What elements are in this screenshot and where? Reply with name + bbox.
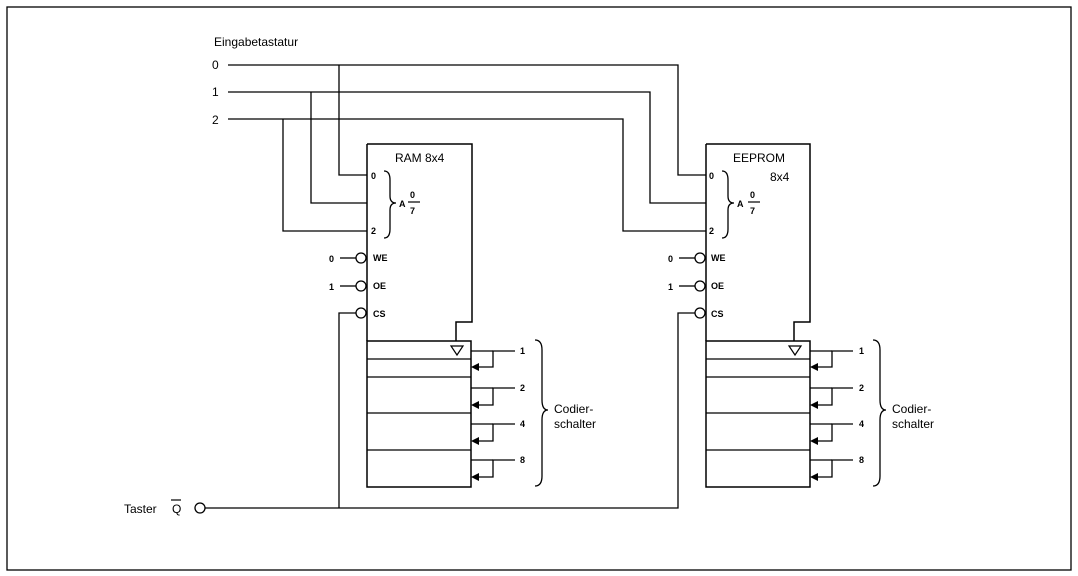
- ram-chip-title: RAM 8x4: [395, 151, 445, 165]
- eeprom-output-triangle-icon: [787, 345, 803, 357]
- ram-switch-value-2: 2: [520, 383, 525, 393]
- input-label-2: 2: [212, 113, 219, 127]
- figure-frame: [6, 6, 1072, 571]
- ram-addr-frac-num: 0: [410, 190, 415, 200]
- eeprom-data-register: [705, 340, 811, 488]
- eeprom-addr-frac-den: 7: [750, 206, 755, 216]
- ram-we-inverter: [355, 252, 367, 264]
- eeprom-switch-arrows: [810, 363, 818, 481]
- ram-switch-value-1: 1: [520, 346, 525, 356]
- eeprom-pin-cs: CS: [711, 309, 724, 319]
- input-keyboard: Eingabetastatur 0 1 2: [212, 35, 298, 127]
- ram-pin-cs: CS: [373, 309, 386, 319]
- ram-addr-bottom: 2: [371, 226, 376, 236]
- ram-switch-label-line2: schalter: [554, 417, 596, 431]
- ram-coding-switches: [471, 339, 549, 487]
- eeprom-oe-inverter: [694, 280, 706, 292]
- wire-cs-ram: [338, 312, 356, 508]
- eeprom-addr-frac-num: 0: [750, 190, 755, 200]
- ram-oe-level: 1: [329, 282, 334, 292]
- ram-addr-frac-den: 7: [410, 206, 415, 216]
- ram-cs-inverter: [355, 307, 367, 319]
- wire-cs-eeprom: [205, 312, 695, 509]
- ram-data-register: [366, 340, 472, 488]
- ram-switch-value-4: 4: [520, 419, 525, 429]
- eeprom-oe-level: 1: [668, 282, 673, 292]
- ram-oe-inverter: [355, 280, 367, 292]
- eeprom-chip-subtitle: 8x4: [770, 170, 790, 184]
- ram-we-level: 0: [329, 254, 334, 264]
- ram-addr-top: 0: [371, 171, 376, 181]
- ram-output-triangle-icon: [449, 345, 465, 357]
- wire-ram-a1: [310, 92, 367, 204]
- eeprom-pin-oe: OE: [711, 281, 724, 291]
- push-button-label: Taster: [124, 502, 157, 516]
- eeprom-addr-bottom: 2: [709, 226, 714, 236]
- ram-switch-label-line1: Codier-: [554, 402, 593, 416]
- eeprom-switch-value-4: 4: [859, 419, 864, 429]
- eeprom-we-inverter: [694, 252, 706, 264]
- push-button-signal: Q: [172, 502, 181, 516]
- input-label-1: 1: [212, 85, 219, 99]
- input-keyboard-label: Eingabetastatur: [214, 35, 298, 49]
- eeprom-addr-top: 0: [709, 171, 714, 181]
- eeprom-chip-body: [706, 143, 811, 341]
- eeprom-pin-we: WE: [711, 253, 726, 263]
- eeprom-switch-value-1: 1: [859, 346, 864, 356]
- eeprom-address-brace: [721, 170, 735, 239]
- ram-chip-body: [367, 143, 473, 341]
- ram-addr-label: A: [399, 199, 406, 209]
- wire-input-0: [228, 64, 706, 176]
- input-label-0: 0: [212, 58, 219, 72]
- ram-pin-we: WE: [373, 253, 388, 263]
- ram-address-brace: [383, 170, 397, 239]
- eeprom-switch-label-line1: Codier-: [892, 402, 931, 416]
- wire-input-1: [228, 91, 706, 204]
- ram-switch-arrows: [471, 363, 479, 481]
- eeprom-switch-value-8: 8: [859, 455, 864, 465]
- eeprom-coding-switches: [810, 339, 887, 487]
- eeprom-chip-title: EEPROM: [733, 151, 785, 165]
- wire-input-2: [228, 118, 706, 232]
- address-wires: [228, 64, 706, 232]
- ram-switch-value-8: 8: [520, 455, 525, 465]
- eeprom-switch-value-2: 2: [859, 383, 864, 393]
- wire-ram-a2: [282, 119, 367, 232]
- button-wires: [205, 312, 695, 509]
- eeprom-addr-label: A: [737, 199, 744, 209]
- eeprom-cs-inverter: [694, 307, 706, 319]
- eeprom-chip: EEPROM 8x4 0 2 A 0 7 WE OE CS 0 1: [668, 143, 811, 488]
- ram-pin-oe: OE: [373, 281, 386, 291]
- push-button-terminal: [194, 502, 206, 514]
- ram-chip: RAM 8x4 0 2 A 0 7 WE OE CS 0 1: [329, 143, 473, 488]
- eeprom-we-level: 0: [668, 254, 673, 264]
- wire-ram-a0: [338, 65, 367, 176]
- eeprom-switch-label-line2: schalter: [892, 417, 934, 431]
